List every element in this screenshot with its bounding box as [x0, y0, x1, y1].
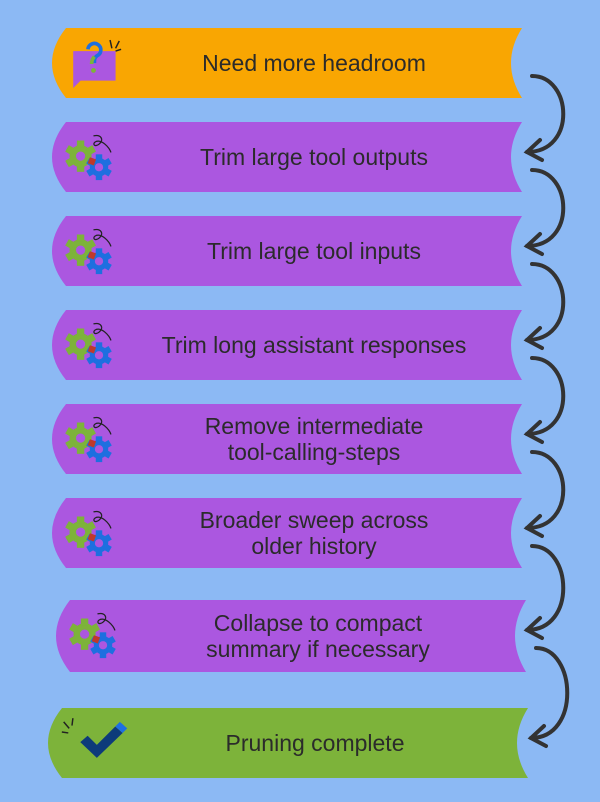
step-process-7: Collapse to compact summary if necessary	[50, 600, 526, 672]
banner-shape	[52, 404, 522, 474]
step-label: Trim large tool outputs	[200, 144, 428, 170]
step-label: Remove intermediate tool-calling-steps	[204, 413, 424, 465]
step-label: Pruning complete	[225, 730, 405, 756]
step-process-4: Trim long assistant responses	[46, 310, 522, 380]
gears-icon	[65, 416, 112, 463]
arrow-4	[523, 356, 566, 444]
step-start-1: Need more headroom	[46, 28, 522, 98]
arrow-7	[527, 646, 570, 748]
checkmark-icon	[61, 718, 128, 758]
step-label: Need more headroom	[202, 50, 426, 76]
banner-shape	[52, 216, 522, 286]
step-label: Broader sweep across older history	[199, 507, 429, 559]
arrow-6	[523, 544, 566, 640]
step-label: Trim large tool inputs	[207, 238, 421, 264]
gears-icon	[65, 510, 112, 557]
step-label: Trim long assistant responses	[161, 332, 467, 358]
step-end-8: Pruning complete	[42, 708, 528, 778]
arrow-1	[523, 74, 566, 162]
question-bubble-icon	[73, 39, 122, 88]
banner-shape	[48, 708, 528, 778]
arrow-3	[523, 262, 566, 350]
banner-shape	[52, 28, 522, 98]
banner-shape	[52, 498, 522, 568]
banner-shape	[52, 122, 522, 192]
gears-icon	[65, 322, 112, 369]
banner-shape	[56, 600, 526, 672]
step-process-3: Trim large tool inputs	[46, 216, 522, 286]
step-process-5: Remove intermediate tool-calling-steps	[46, 404, 522, 474]
step-label: Collapse to compact summary if necessary	[206, 610, 430, 662]
gears-icon	[69, 612, 116, 659]
banner-shape	[52, 310, 522, 380]
step-process-2: Trim large tool outputs	[46, 122, 522, 192]
arrow-5	[523, 450, 566, 538]
gears-icon	[65, 228, 112, 275]
arrow-2	[523, 168, 566, 256]
gears-icon	[65, 134, 112, 181]
step-process-6: Broader sweep across older history	[46, 498, 522, 568]
